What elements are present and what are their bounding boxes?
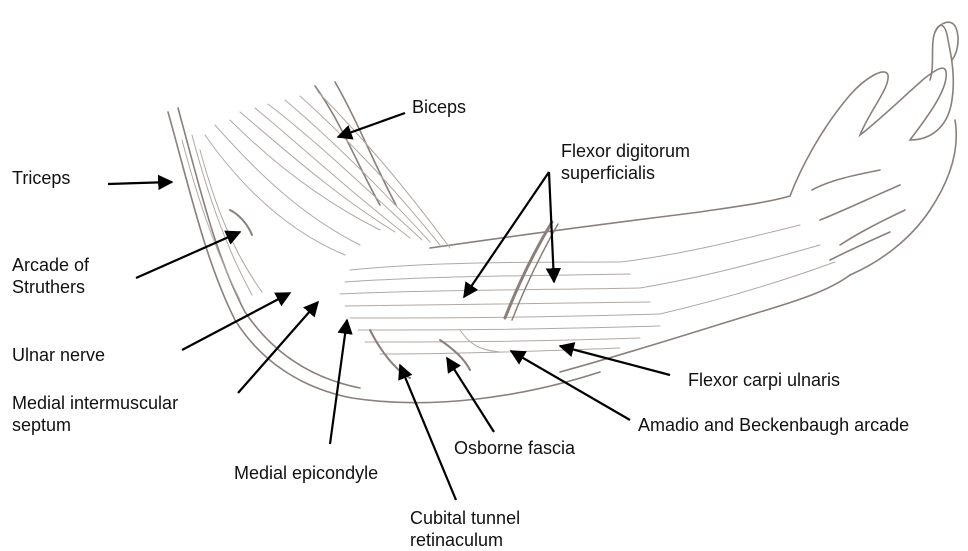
- arrow-fds-1: [464, 172, 549, 297]
- label-cubital-tunnel-retinaculum: Cubital tunnel retinaculum: [410, 507, 520, 551]
- label-medial-intermuscular-septum: Medial intermuscular septum: [12, 392, 178, 436]
- arrow-ulnar-nerve: [182, 293, 290, 350]
- muscle-striations: [182, 92, 835, 378]
- label-flexor-digitorum-superficialis: Flexor digitorum superficialis: [561, 140, 690, 184]
- arrow-arcade-of-struthers: [136, 232, 240, 278]
- arrow-biceps: [338, 113, 405, 137]
- arrow-triceps: [108, 182, 172, 184]
- arm-sketch: [168, 22, 958, 402]
- label-flexor-carpi-ulnaris: Flexor carpi ulnaris: [688, 369, 840, 391]
- arrow-flexor-carpi-ulnaris: [560, 346, 670, 375]
- arrow-cubital-tunnel-retinaculum: [400, 365, 456, 500]
- label-ulnar-nerve: Ulnar nerve: [12, 344, 105, 366]
- label-biceps: Biceps: [412, 96, 466, 118]
- label-arcade-of-struthers: Arcade of Struthers: [12, 254, 89, 298]
- arrow-amadio-beckenbaugh-arcade: [511, 351, 630, 420]
- label-triceps: Triceps: [12, 167, 70, 189]
- label-amadio-beckenbaugh-arcade: Amadio and Beckenbaugh arcade: [638, 414, 909, 436]
- label-medial-epicondyle: Medial epicondyle: [234, 462, 378, 484]
- upper-arm-outline: [168, 112, 600, 403]
- arrow-medial-epicondyle: [330, 320, 347, 444]
- label-osborne-fascia: Osborne fascia: [454, 437, 575, 459]
- arrow-medial-intermuscular-septum: [238, 302, 318, 393]
- hand-outline: [790, 25, 953, 196]
